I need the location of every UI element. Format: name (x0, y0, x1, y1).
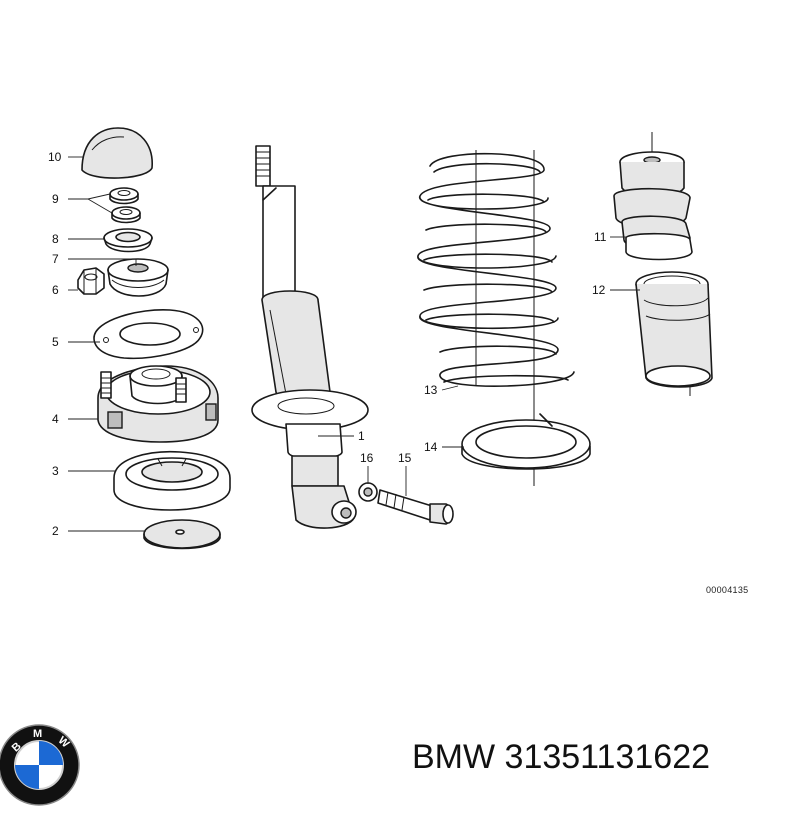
part-4-top-mount (97, 365, 219, 443)
callout-1: 1 (358, 429, 365, 443)
part-number-caption: BMW 31351131622 (412, 738, 711, 776)
part-3-lower-seat (113, 450, 231, 511)
part-10-dust-cap (81, 127, 153, 179)
callout-15: 15 (398, 451, 412, 465)
callout-3: 3 (52, 464, 59, 478)
callout-5: 5 (52, 335, 59, 349)
callout-9: 9 (52, 192, 59, 206)
callout-4: 4 (52, 412, 59, 426)
callout-13: 13 (424, 383, 438, 397)
callout-11: 11 (594, 230, 607, 244)
callout-16: 16 (360, 451, 374, 465)
reference-code: 00004135 (706, 585, 748, 595)
brand-footer: B M W (0, 700, 800, 806)
callout-labels: 10 9 8 7 6 5 4 3 2 1 16 15 13 14 11 12 0… (48, 150, 748, 595)
part-16-washer (358, 482, 378, 502)
callout-2: 2 (52, 524, 59, 538)
part-1-shock-absorber (251, 145, 369, 529)
leader-lines (68, 156, 640, 532)
part-2-washer (143, 519, 221, 550)
part-12-protective-tube (635, 271, 713, 396)
bmw-logo: B M W (0, 724, 80, 806)
part-14-spring-pad (461, 413, 591, 470)
callout-8: 8 (52, 232, 59, 246)
part-6-nut (77, 267, 105, 295)
callout-10: 10 (48, 150, 62, 164)
part-9-nuts (109, 187, 141, 224)
logo-letter-m: M (33, 728, 42, 740)
part-8-cup-washer (103, 228, 153, 253)
callout-12: 12 (592, 283, 606, 297)
callout-7: 7 (52, 252, 59, 266)
callout-14: 14 (424, 440, 438, 454)
exploded-parts-diagram: 10 9 8 7 6 5 4 3 2 1 16 15 13 14 11 12 0… (48, 127, 748, 595)
part-15-bolt (377, 489, 454, 525)
callout-6: 6 (52, 283, 59, 297)
part-7-bushing (107, 258, 169, 297)
part-11-bump-stop (613, 132, 693, 261)
part-5-gasket (93, 309, 204, 360)
